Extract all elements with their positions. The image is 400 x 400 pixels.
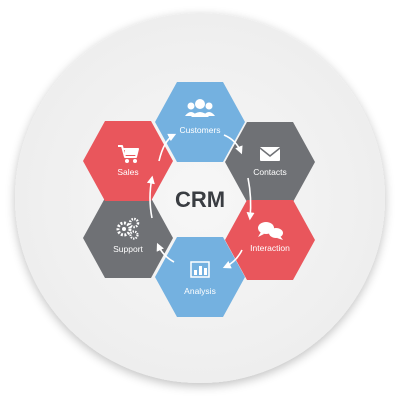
shopping-cart-icon bbox=[118, 145, 139, 163]
node-label-contacts: Contacts bbox=[253, 167, 287, 177]
chat-bubbles-icon bbox=[258, 222, 283, 240]
arrow-customers-to-contacts bbox=[223, 134, 243, 155]
node-contacts: Contacts bbox=[225, 122, 315, 202]
node-analysis: Analysis bbox=[155, 237, 245, 317]
node-support: Support bbox=[83, 198, 173, 278]
people-icon bbox=[185, 99, 215, 117]
node-customers: Customers bbox=[155, 82, 245, 162]
envelope-icon bbox=[259, 147, 281, 161]
arrow-sales-to-customers bbox=[158, 133, 177, 162]
node-label-interaction: Interaction bbox=[250, 243, 290, 253]
bar-chart-icon bbox=[190, 261, 210, 278]
center-label: CRM bbox=[175, 187, 225, 212]
hexagon-contacts bbox=[225, 122, 315, 202]
cycle-arrows bbox=[146, 133, 255, 269]
node-label-support: Support bbox=[113, 244, 143, 254]
hexagon-support bbox=[83, 198, 173, 278]
node-label-sales: Sales bbox=[117, 167, 138, 177]
gears-icon bbox=[116, 217, 140, 240]
arrow-interaction-to-analysis bbox=[222, 249, 243, 269]
node-label-customers: Customers bbox=[179, 125, 220, 135]
hexagon-customers bbox=[155, 82, 245, 162]
nodes-layer: Customers Contacts Interaction bbox=[83, 82, 315, 317]
arrow-analysis-to-support bbox=[156, 242, 175, 263]
arrow-contacts-to-interaction bbox=[246, 177, 255, 221]
node-label-analysis: Analysis bbox=[184, 286, 216, 296]
background-circle bbox=[15, 13, 385, 383]
arrow-support-to-sales bbox=[146, 175, 155, 219]
